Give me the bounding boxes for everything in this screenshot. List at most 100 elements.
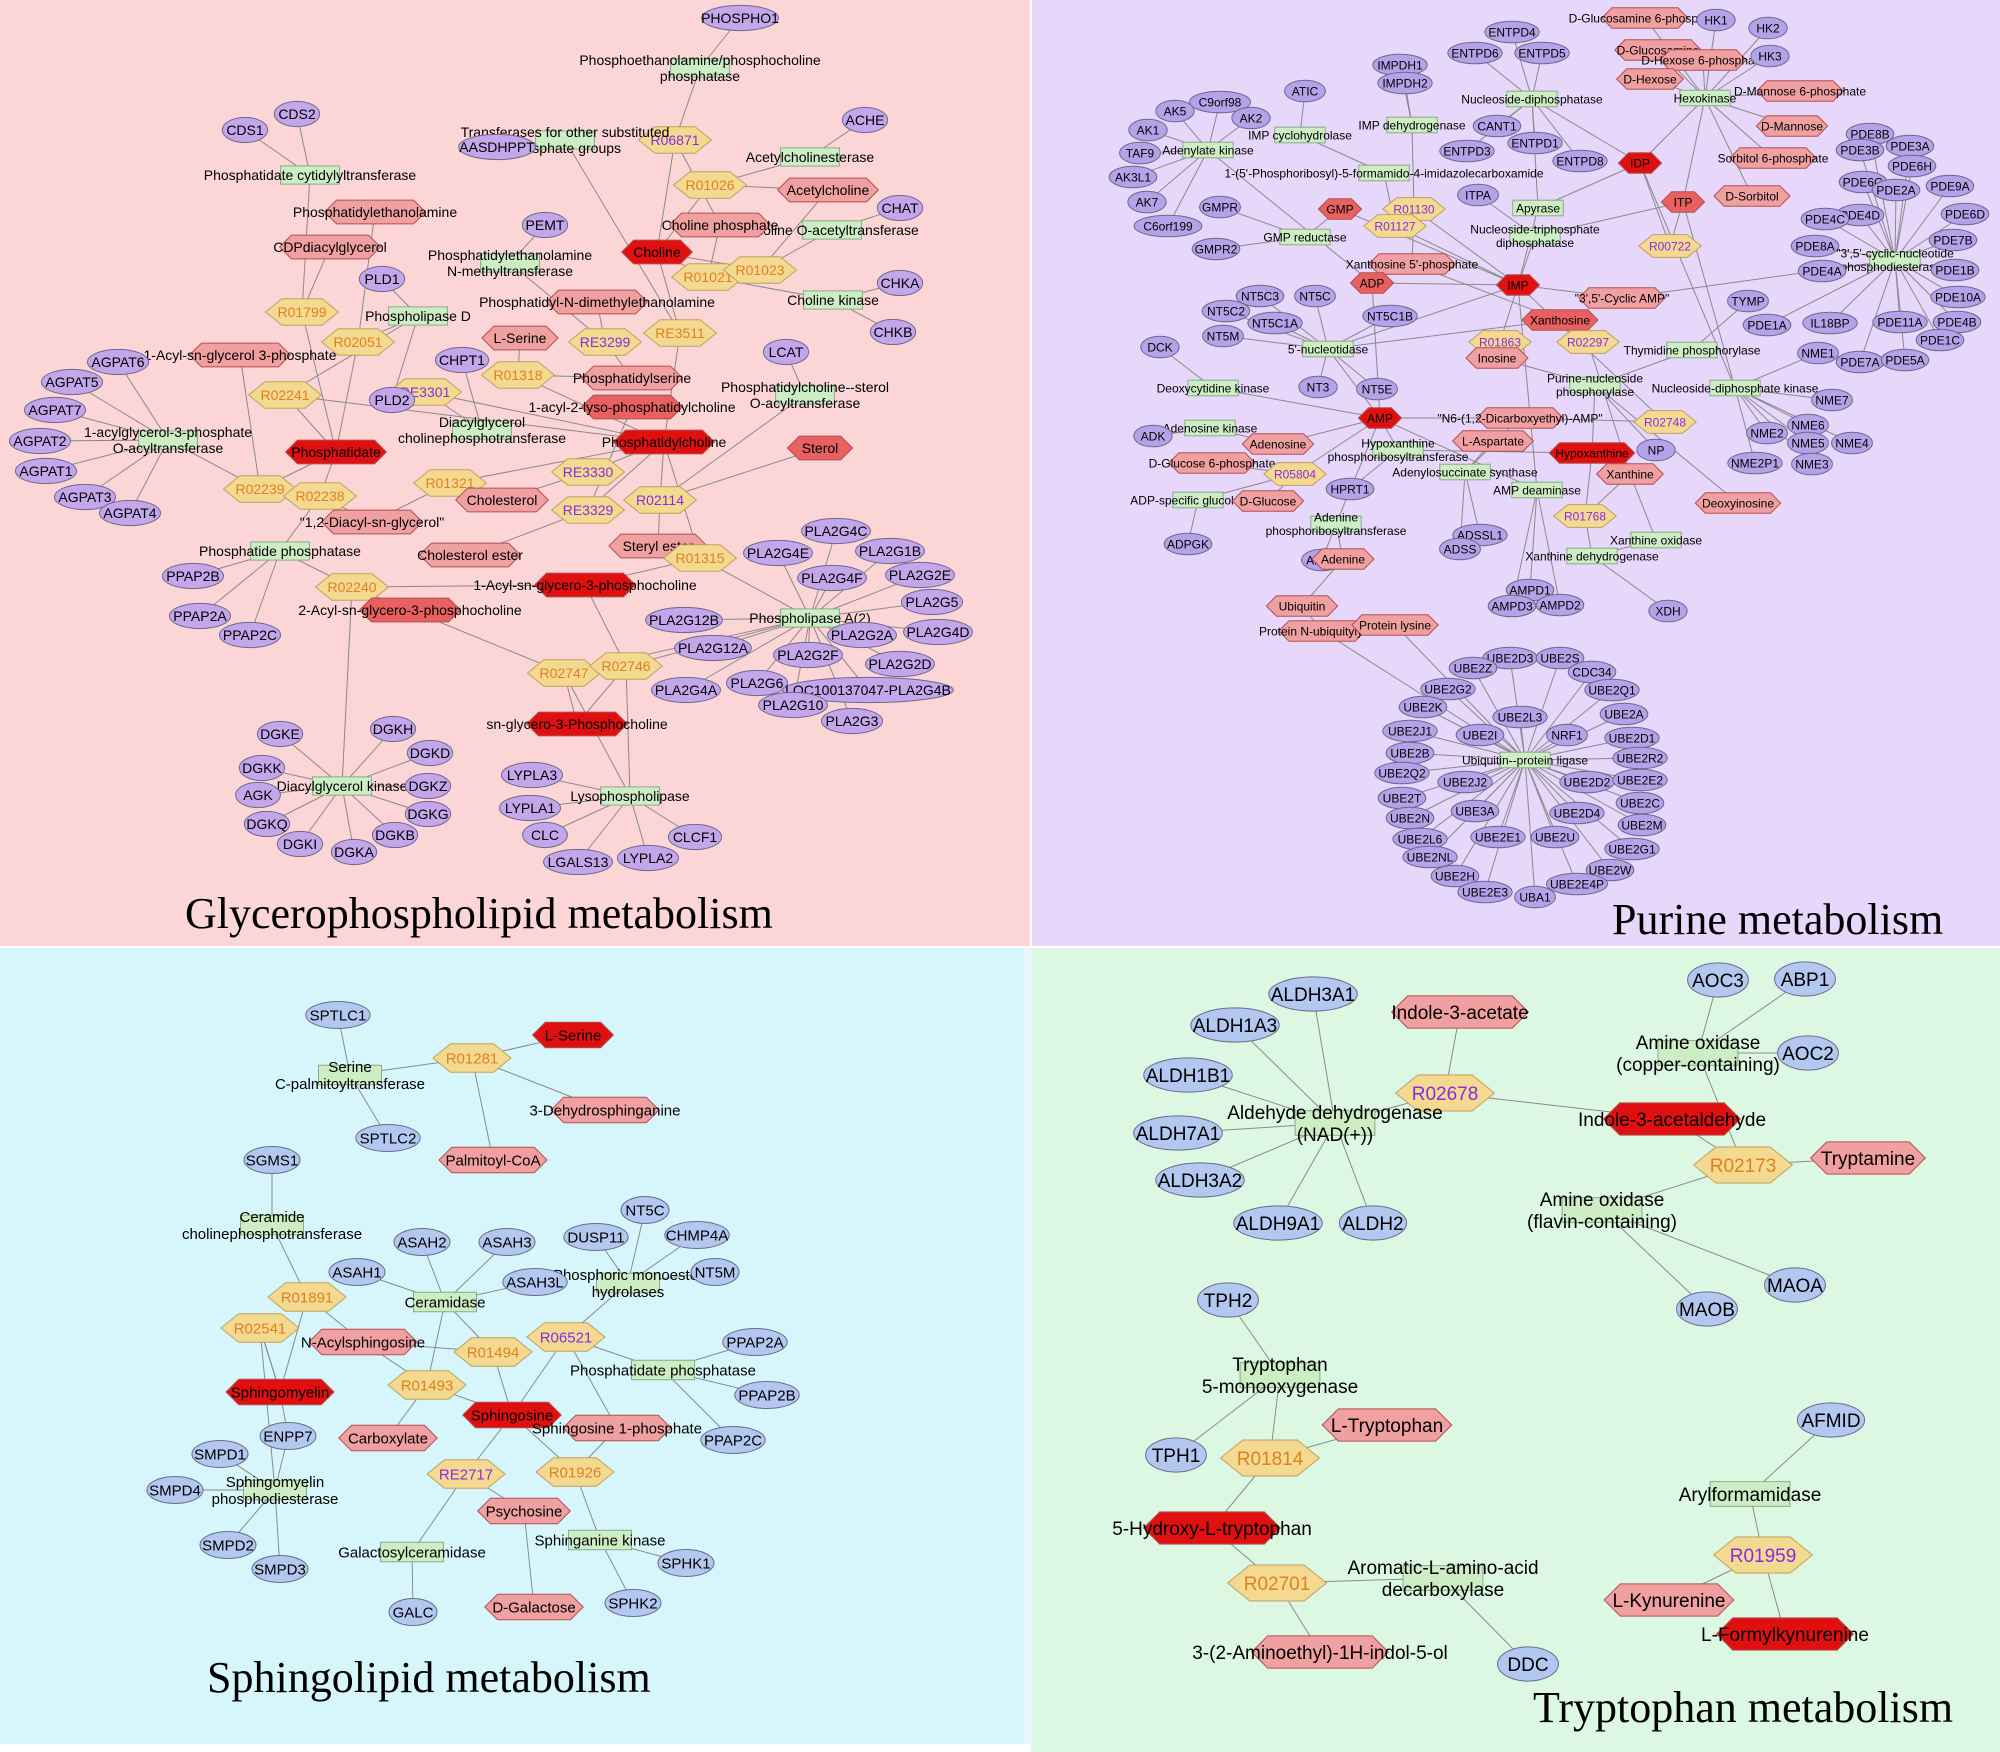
gene-node[interactable]: LCAT bbox=[762, 338, 810, 366]
gene-node[interactable]: AK7 bbox=[1127, 190, 1167, 214]
metabolite-node[interactable]: Carboxylate bbox=[338, 1424, 438, 1452]
gene-node[interactable]: CHAT bbox=[876, 194, 924, 222]
reaction-node[interactable]: RE3299 bbox=[567, 328, 643, 356]
gene-node[interactable]: ALDH3A2 bbox=[1155, 1162, 1245, 1198]
enzyme-node[interactable]: Galactosylceramidase bbox=[338, 1541, 486, 1563]
metabolite-node[interactable]: D-Sorbitol bbox=[1713, 185, 1791, 207]
gene-node[interactable]: PLA2G12A bbox=[674, 634, 752, 662]
gene-node[interactable]: PLA2G3 bbox=[820, 707, 884, 735]
metabolite-node[interactable]: Sphingosine bbox=[462, 1401, 562, 1429]
metabolite-node[interactable]: Sorbitol 6-phosphate bbox=[1718, 147, 1829, 169]
gene-node[interactable]: MAOB bbox=[1676, 1291, 1738, 1327]
gene-node[interactable]: LYPLA1 bbox=[498, 794, 562, 822]
gene-node[interactable]: UBE2U bbox=[1530, 825, 1580, 849]
gene-node[interactable]: ENPP7 bbox=[259, 1422, 317, 1450]
gene-node[interactable]: PDE10A bbox=[1930, 285, 1986, 309]
reaction-node[interactable]: R05804 bbox=[1263, 462, 1327, 486]
metabolite-node[interactable]: Protein N-ubiquitylysine bbox=[1259, 620, 1385, 642]
metabolite-node[interactable]: Phosphatidylethanolamine bbox=[293, 199, 457, 225]
reaction-node[interactable]: R01799 bbox=[264, 298, 340, 326]
enzyme-node[interactable]: Lysophospholipase bbox=[570, 786, 690, 806]
gene-node[interactable]: SMPD1 bbox=[191, 1440, 249, 1468]
metabolite-node[interactable]: L-Serine bbox=[531, 1021, 615, 1049]
gene-node[interactable]: PDE2A bbox=[1871, 178, 1921, 202]
gene-node[interactable]: PPAP2B bbox=[161, 562, 225, 590]
gene-node[interactable]: PLA2G4F bbox=[797, 564, 867, 592]
metabolite-node[interactable]: D-Mannose 6-phosphate bbox=[1734, 80, 1866, 102]
gene-node[interactable]: GMPR2 bbox=[1191, 237, 1241, 261]
gene-node[interactable]: ENTPD6 bbox=[1447, 41, 1503, 65]
gene-node[interactable]: SGMS1 bbox=[243, 1146, 301, 1174]
reaction-node[interactable]: R01926 bbox=[535, 1457, 615, 1487]
gene-node[interactable]: PDE1C bbox=[1915, 328, 1965, 352]
metabolite-node[interactable]: Sphingosine 1-phosphate bbox=[532, 1414, 702, 1442]
enzyme-node[interactable]: Nucleoside-diphosphate kinase bbox=[1652, 379, 1819, 397]
reaction-node[interactable]: R02297 bbox=[1556, 330, 1620, 354]
gene-node[interactable]: ALDH9A1 bbox=[1233, 1205, 1323, 1241]
gene-node[interactable]: DGKA bbox=[330, 838, 378, 866]
reaction-node[interactable]: R02239 bbox=[222, 475, 298, 503]
enzyme-node[interactable]: Phosphatidate phosphatase bbox=[570, 1359, 756, 1381]
metabolite-node[interactable]: D-Hexose 6-phosphate bbox=[1641, 49, 1765, 71]
gene-node[interactable]: UBE2L6 bbox=[1392, 827, 1448, 851]
gene-node[interactable]: UBE2W bbox=[1585, 858, 1635, 882]
gene-node[interactable]: NME2 bbox=[1746, 421, 1788, 445]
gene-node[interactable]: NME6 bbox=[1787, 413, 1829, 437]
gene-node[interactable]: DGKD bbox=[406, 739, 454, 767]
gene-node[interactable]: PDE1A bbox=[1742, 313, 1792, 337]
gene-node[interactable]: AASDHPPT bbox=[458, 133, 536, 161]
gene-node[interactable]: NRF1 bbox=[1546, 723, 1588, 747]
gene-node[interactable]: UBE2I bbox=[1455, 723, 1505, 747]
gene-node[interactable]: AK1 bbox=[1128, 118, 1168, 142]
gene-node[interactable]: PLA2G2F bbox=[773, 641, 843, 669]
gene-node[interactable]: AK2 bbox=[1231, 106, 1271, 130]
enzyme-node[interactable]: Xanthine oxidase bbox=[1610, 531, 1702, 549]
gene-node[interactable]: PDE11A bbox=[1872, 310, 1928, 334]
metabolite-node[interactable]: Phosphatidylserine bbox=[573, 365, 692, 391]
gene-node[interactable]: UBE2G2 bbox=[1420, 677, 1476, 701]
enzyme-node[interactable]: Phosphatidate cytidylyltransferase bbox=[204, 165, 417, 185]
gene-node[interactable]: AGPAT2 bbox=[8, 427, 72, 455]
enzyme-node[interactable]: ADP-specific glucokinase bbox=[1130, 491, 1266, 509]
metabolite-node[interactable]: IMP bbox=[1495, 274, 1541, 296]
enzyme-node[interactable]: Adenylate kinase bbox=[1162, 141, 1254, 159]
gene-node[interactable]: PPAP2C bbox=[218, 621, 282, 649]
reaction-node[interactable]: RE3511 bbox=[642, 319, 718, 347]
gene-node[interactable]: CDS2 bbox=[273, 100, 321, 128]
enzyme-node[interactable]: Diacylglycerol kinase bbox=[277, 776, 408, 796]
gene-node[interactable]: AGPAT1 bbox=[14, 457, 78, 485]
gene-node[interactable]: CHKB bbox=[869, 318, 917, 346]
gene-node[interactable]: UBE2E4P bbox=[1545, 872, 1609, 896]
metabolite-node[interactable]: L-Serine bbox=[481, 325, 559, 351]
enzyme-node[interactable]: AMP deaminase bbox=[1493, 481, 1581, 499]
gene-node[interactable]: UBE2A bbox=[1599, 702, 1649, 726]
gene-node[interactable]: PLD2 bbox=[368, 386, 416, 414]
gene-node[interactable]: PDE7A bbox=[1835, 350, 1885, 374]
gene-node[interactable]: UBE2H bbox=[1430, 864, 1480, 888]
gene-node[interactable]: UBE2Q2 bbox=[1374, 761, 1430, 785]
metabolite-node[interactable]: "N6-(1,2-Dicarboxyethyl)-AMP" bbox=[1437, 407, 1603, 429]
gene-node[interactable]: LYPLA2 bbox=[616, 844, 680, 872]
enzyme-node[interactable]: Acetylcholinesterase bbox=[746, 147, 875, 167]
gene-node[interactable]: LYPLA3 bbox=[500, 761, 564, 789]
gene-node[interactable]: UBE2E3 bbox=[1457, 880, 1513, 904]
enzyme-node[interactable]: Apyrase bbox=[1512, 199, 1564, 217]
gene-node[interactable]: SMPD2 bbox=[199, 1531, 257, 1559]
gene-node[interactable]: AMPD2 bbox=[1535, 593, 1585, 617]
metabolite-node[interactable]: 1-Acyl-sn-glycero-3-phosphocholine bbox=[473, 572, 697, 598]
gene-node[interactable]: ENTPD8 bbox=[1552, 149, 1608, 173]
metabolite-node[interactable]: Xanthine bbox=[1595, 463, 1665, 485]
gene-node[interactable]: UBE2NL bbox=[1402, 845, 1458, 869]
gene-node[interactable]: GALC bbox=[388, 1598, 438, 1626]
enzyme-node[interactable]: Phospholipase D bbox=[365, 306, 471, 326]
gene-node[interactable]: UBE2K bbox=[1398, 695, 1448, 719]
gene-node[interactable]: NT5M bbox=[1202, 324, 1244, 348]
metabolite-node[interactable]: AMP bbox=[1357, 407, 1403, 429]
enzyme-node[interactable]: 5'-nucleotidase bbox=[1288, 340, 1369, 358]
gene-node[interactable]: PDE4B bbox=[1932, 310, 1982, 334]
gene-node[interactable]: NME2P1 bbox=[1727, 451, 1783, 475]
